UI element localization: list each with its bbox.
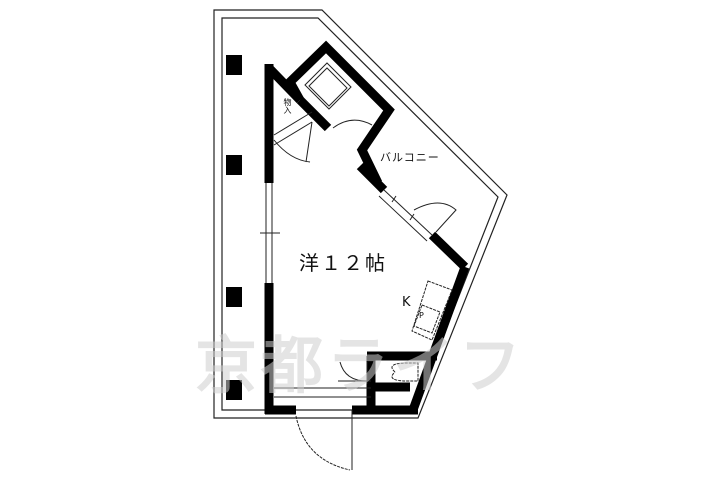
closet-label: 物入: [283, 98, 292, 114]
entrance-door: [295, 409, 353, 471]
watermark: 京都ライフ: [195, 329, 526, 402]
structural-columns: [226, 55, 242, 400]
kitchen-counter: [411, 280, 453, 341]
window-left: [260, 183, 280, 283]
fridge-label: P: [419, 311, 424, 320]
balcony-label: バルコニー: [380, 151, 440, 164]
toilet: [338, 361, 419, 384]
balcony-door: [378, 189, 457, 242]
closet-shelf: [304, 62, 352, 110]
kitchen-label: K: [402, 295, 411, 310]
closet-door: [273, 111, 373, 163]
entrance-corridor: [274, 387, 371, 398]
walls: [264, 40, 470, 415]
room-label: 洋１２帖: [299, 251, 387, 275]
